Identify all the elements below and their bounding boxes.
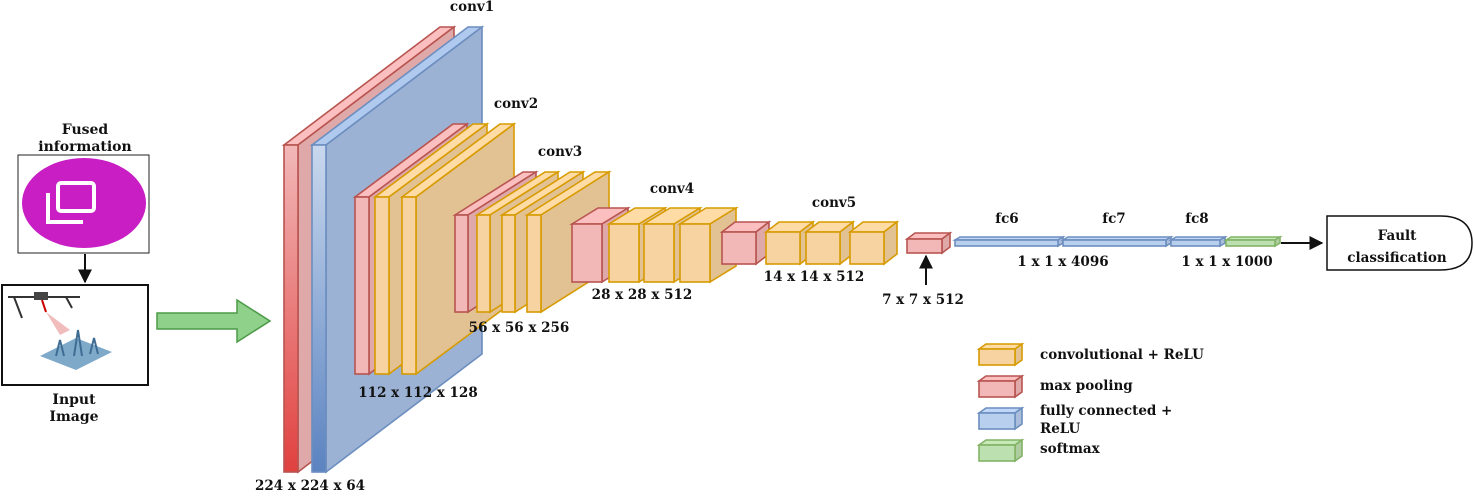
fused-title-line2: information [38,139,131,155]
output-label-line2: classification [1347,250,1447,266]
legend-softmax-label: softmax [1040,441,1101,457]
dim-1000-label: 1 x 1 x 1000 [1181,254,1272,270]
legend-conv-swatch [976,342,1025,367]
conv1-label: conv1 [450,0,494,15]
input-image-title-line2: Image [49,409,98,425]
conv5-conv-block-3 [847,220,900,266]
fc6-label: fc6 [995,211,1018,227]
fault-classification-box [1326,215,1473,271]
dim-56-label: 56 x 56 x 256 [469,320,570,336]
dim-28-label: 28 x 28 x 512 [592,287,693,303]
conv5-label: conv5 [812,195,856,211]
tower-scene-icon [40,329,112,370]
conv4-conv-block-3 [677,206,739,284]
conv2-label: conv2 [494,96,538,112]
input-section: Fused information Input Image [1,122,150,425]
softmax-bar [1223,235,1283,248]
fused-info-app-icon [22,158,146,248]
dim-224-label: 224 x 224 x 64 [255,478,365,493]
legend-pool-swatch [976,374,1025,399]
conv5-pool-block [719,220,772,266]
legend-fc-label-line2: ReLU [1040,421,1081,437]
fully-connected-layers [952,235,1283,248]
drone-icon [8,292,80,335]
input-image-title-line1: Input [52,392,96,408]
conv4-label: conv4 [650,181,694,197]
dim-4096-label: 1 x 1 x 4096 [1017,254,1108,270]
legend-fc-label-line1: fully connected + [1040,403,1172,419]
fc8-bar [1168,235,1228,248]
dim-112-label: 112 x 112 x 128 [358,385,477,401]
input-flow-arrow [156,298,272,344]
legend: convolutional + ReLU max pooling fully c… [976,342,1204,463]
legend-conv-label: convolutional + ReLU [1040,347,1204,363]
fc7-bar [1060,235,1174,248]
dim-14-label: 14 x 14 x 512 [764,269,865,285]
fc7-label: fc7 [1102,211,1125,227]
legend-softmax-swatch [976,438,1025,463]
pool5-block [904,231,953,255]
fc6-bar [952,235,1066,248]
legend-pool-label: max pooling [1040,378,1133,394]
layer-blocks [281,25,953,474]
input-image-frame [1,284,149,386]
output-label-line1: Fault [1378,228,1418,244]
legend-fc-swatch [976,406,1025,431]
fused-title-line1: Fused [62,122,109,138]
fc8-label: fc8 [1185,211,1208,227]
conv3-label: conv3 [538,144,582,160]
conv5-conv-block-2 [803,220,856,266]
dim-7-label: 7 x 7 x 512 [882,292,964,308]
